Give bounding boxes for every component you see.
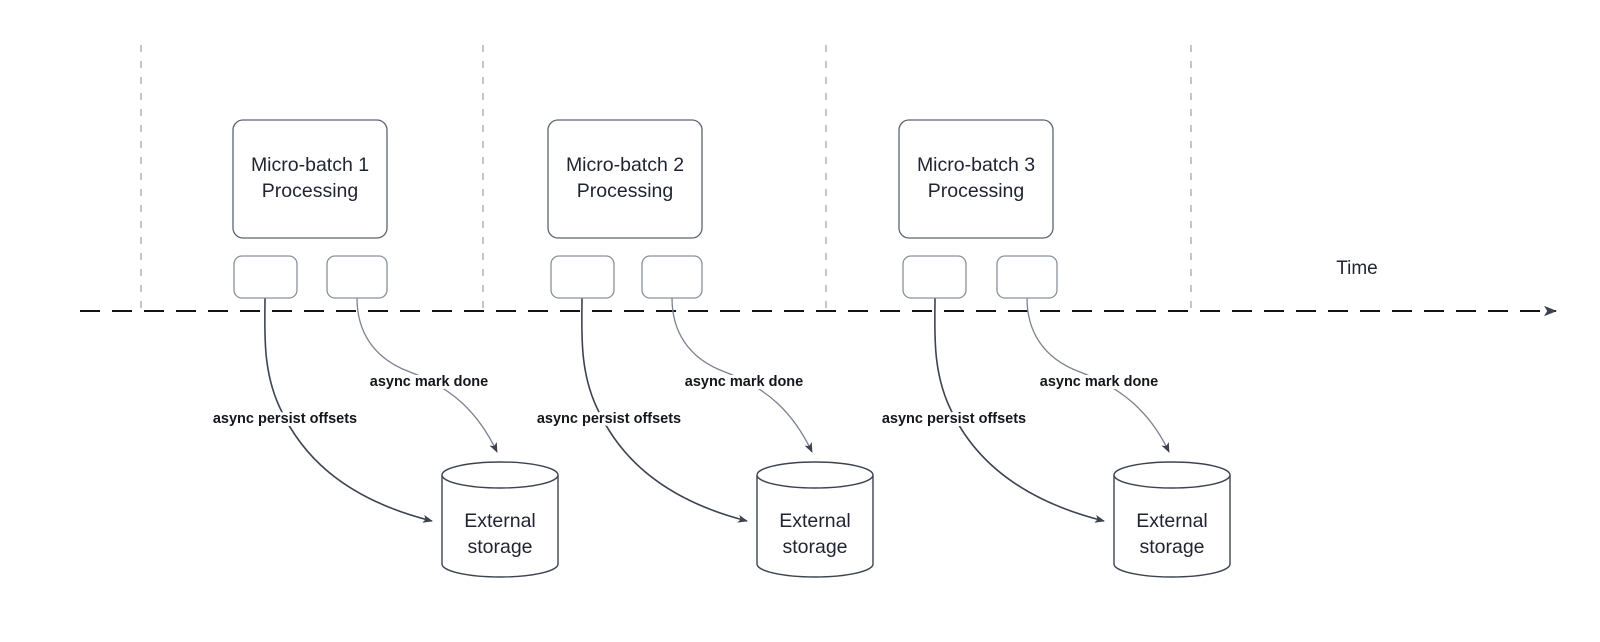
edge-label-persist-offsets-1: async persist offsets bbox=[213, 411, 357, 427]
batch-box-1-label-line1: Micro-batch 1 bbox=[251, 154, 369, 176]
mini-task-box-3b[interactable] bbox=[996, 255, 1058, 299]
external-storage-3[interactable]: External storage bbox=[1113, 461, 1231, 578]
edge-label-persist-offsets-2: async persist offsets bbox=[537, 411, 681, 427]
mini-task-box-2a[interactable] bbox=[550, 255, 615, 299]
batch-box-1[interactable] bbox=[232, 119, 388, 239]
batch-box-2[interactable] bbox=[547, 119, 703, 239]
batch-box-3-label-line2: Processing bbox=[928, 180, 1024, 202]
external-storage-2[interactable]: External storage bbox=[756, 461, 874, 578]
mini-task-box-1b[interactable] bbox=[326, 255, 388, 299]
edge-mark-done-1 bbox=[356, 297, 498, 453]
edge-label-mark-done-1: async mark done bbox=[370, 374, 488, 390]
external-storage-3-label-line1: External bbox=[1136, 510, 1208, 532]
edge-persist-offsets-2 bbox=[581, 297, 748, 523]
edge-mark-done-3 bbox=[1026, 297, 1170, 453]
edge-label-persist-offsets-3: async persist offsets bbox=[882, 411, 1026, 427]
mini-task-box-3a[interactable] bbox=[902, 255, 967, 299]
external-storage-1[interactable]: External storage bbox=[441, 461, 559, 578]
edge-label-mark-done-3: async mark done bbox=[1040, 374, 1158, 390]
edge-persist-offsets-1 bbox=[264, 297, 433, 523]
external-storage-3-label-line2: storage bbox=[1139, 536, 1204, 558]
edge-label-mark-done-2: async mark done bbox=[685, 374, 803, 390]
timeline-axis: Time bbox=[80, 258, 1557, 317]
external-storage-2-label-line1: External bbox=[779, 510, 851, 532]
mini-task-box-2b[interactable] bbox=[641, 255, 703, 299]
batch-box-2-label-line2: Processing bbox=[577, 180, 673, 202]
micro-batch-group-2: Micro-batch 2 Processing External storag… bbox=[534, 119, 874, 578]
timeline-label: Time bbox=[1336, 258, 1378, 279]
batch-box-1-label-line2: Processing bbox=[262, 180, 358, 202]
separator-group bbox=[140, 45, 1192, 313]
batch-box-2-label-line1: Micro-batch 2 bbox=[566, 154, 684, 176]
edge-mark-done-2 bbox=[671, 297, 813, 453]
external-storage-1-label-line1: External bbox=[464, 510, 536, 532]
external-storage-1-label-line2: storage bbox=[467, 536, 532, 558]
batch-box-3-label-line1: Micro-batch 3 bbox=[917, 154, 1035, 176]
batch-box-3[interactable] bbox=[898, 119, 1054, 239]
edge-persist-offsets-3 bbox=[934, 297, 1105, 523]
micro-batch-group-1: Micro-batch 1 Processing External storag… bbox=[210, 119, 559, 578]
mini-task-box-1a[interactable] bbox=[233, 255, 298, 299]
micro-batch-group-3: Micro-batch 3 Processing External storag… bbox=[879, 119, 1231, 578]
external-storage-2-label-line2: storage bbox=[782, 536, 847, 558]
